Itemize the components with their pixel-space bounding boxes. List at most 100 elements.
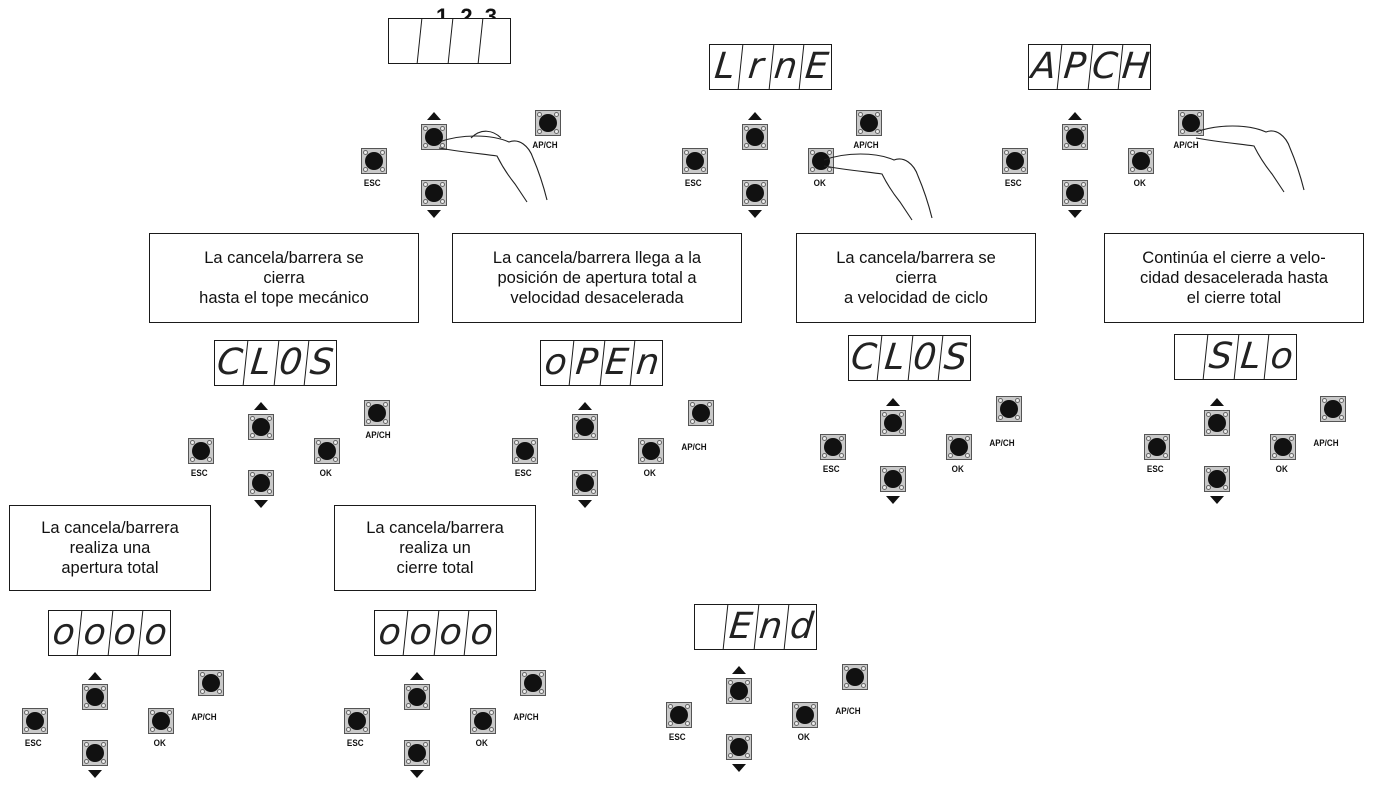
caption-closes-to-stop: La cancela/barrera se cierra hasta el to… <box>149 233 419 323</box>
caption-slow-close: Continúa el cierre a velo- cidad desacel… <box>1104 233 1364 323</box>
up-button[interactable] <box>742 124 768 150</box>
ok-button[interactable] <box>792 702 818 728</box>
up-arrow-icon <box>886 398 900 406</box>
esc-button[interactable] <box>22 708 48 734</box>
esc-button[interactable] <box>188 438 214 464</box>
esc-label: ESC <box>684 178 702 188</box>
ok-label: OK <box>797 732 810 742</box>
display-digit: E <box>723 605 759 649</box>
display-digit: n <box>633 342 661 383</box>
up-button[interactable] <box>726 678 752 704</box>
esc-label: ESC <box>514 468 532 478</box>
display-end: E n d <box>692 604 817 650</box>
keypad-7: ESC OK AP/CH <box>1144 394 1373 514</box>
apch-label: AP/CH <box>1173 140 1199 150</box>
apch-button[interactable] <box>856 110 882 136</box>
up-button[interactable] <box>572 414 598 440</box>
up-button[interactable] <box>82 684 108 710</box>
ok-button[interactable] <box>638 438 664 464</box>
down-button[interactable] <box>572 470 598 496</box>
display-digit <box>417 19 453 63</box>
esc-button[interactable] <box>1144 434 1170 460</box>
down-button[interactable] <box>421 180 447 206</box>
down-button[interactable] <box>248 470 274 496</box>
up-arrow-icon <box>578 402 592 410</box>
apch-label: AP/CH <box>681 442 707 452</box>
display-digit: r <box>738 45 774 89</box>
apch-button[interactable] <box>520 670 546 696</box>
apch-button[interactable] <box>1320 396 1346 422</box>
display-digit: o <box>107 611 143 655</box>
up-arrow-icon <box>410 672 424 680</box>
ok-button[interactable] <box>470 708 496 734</box>
display-digit: o <box>1268 336 1295 377</box>
down-button[interactable] <box>742 180 768 206</box>
display-digit: E <box>802 46 830 87</box>
ok-button[interactable] <box>314 438 340 464</box>
down-button[interactable] <box>1204 466 1230 492</box>
up-button[interactable] <box>1062 124 1088 150</box>
up-button[interactable] <box>1204 410 1230 436</box>
display-digit: S <box>1203 335 1239 379</box>
esc-label: ESC <box>1146 464 1164 474</box>
apch-label: AP/CH <box>513 712 539 722</box>
down-arrow-icon <box>410 770 424 778</box>
apch-button[interactable] <box>364 400 390 426</box>
up-button[interactable] <box>248 414 274 440</box>
pointing-hand-icon <box>1195 125 1305 193</box>
down-button[interactable] <box>404 740 430 766</box>
ok-label: OK <box>1133 178 1146 188</box>
up-arrow-icon <box>732 666 746 674</box>
apch-button[interactable] <box>996 396 1022 422</box>
display-apch: A P C H <box>1026 44 1151 90</box>
esc-button[interactable] <box>344 708 370 734</box>
apch-button[interactable] <box>198 670 224 696</box>
ok-button[interactable] <box>1128 148 1154 174</box>
display-digit: o <box>77 611 113 655</box>
down-button[interactable] <box>1062 180 1088 206</box>
up-button[interactable] <box>421 124 447 150</box>
esc-button[interactable] <box>682 148 708 174</box>
down-arrow-icon <box>427 210 441 218</box>
down-arrow-icon <box>1068 210 1082 218</box>
display-digit: o <box>433 611 469 655</box>
ok-button[interactable] <box>148 708 174 734</box>
ok-button[interactable] <box>946 434 972 460</box>
keypad-5: ESC OK AP/CH <box>512 398 752 518</box>
caption-opens-slow: La cancela/barrera llega a la posición d… <box>452 233 742 323</box>
display-digit: n <box>768 45 804 89</box>
apch-button[interactable] <box>1178 110 1204 136</box>
down-button[interactable] <box>82 740 108 766</box>
up-button[interactable] <box>880 410 906 436</box>
ok-label: OK <box>319 468 332 478</box>
esc-button[interactable] <box>666 702 692 728</box>
display-digit: 0 <box>907 336 943 380</box>
apch-button[interactable] <box>688 400 714 426</box>
esc-label: ESC <box>190 468 208 478</box>
up-arrow-icon <box>748 112 762 120</box>
apch-label: AP/CH <box>365 430 391 440</box>
down-arrow-icon <box>88 770 102 778</box>
esc-button[interactable] <box>512 438 538 464</box>
display-lrne: L r n E <box>707 44 832 90</box>
display-open: o P E n <box>538 340 663 386</box>
down-button[interactable] <box>726 734 752 760</box>
display-clos-2: C L 0 S <box>846 335 971 381</box>
display-slo: S L o <box>1172 334 1297 380</box>
display-step-1 <box>386 18 511 64</box>
up-button[interactable] <box>404 684 430 710</box>
down-button[interactable] <box>880 466 906 492</box>
esc-label: ESC <box>822 464 840 474</box>
apch-button[interactable] <box>842 664 868 690</box>
ok-button[interactable] <box>808 148 834 174</box>
display-digit: L <box>243 341 279 385</box>
esc-button[interactable] <box>1002 148 1028 174</box>
down-arrow-icon <box>748 210 762 218</box>
apch-label: AP/CH <box>853 140 879 150</box>
display-digit: P <box>569 341 605 385</box>
esc-label: ESC <box>1004 178 1022 188</box>
esc-button[interactable] <box>361 148 387 174</box>
esc-button[interactable] <box>820 434 846 460</box>
apch-button[interactable] <box>535 110 561 136</box>
ok-button[interactable] <box>1270 434 1296 460</box>
